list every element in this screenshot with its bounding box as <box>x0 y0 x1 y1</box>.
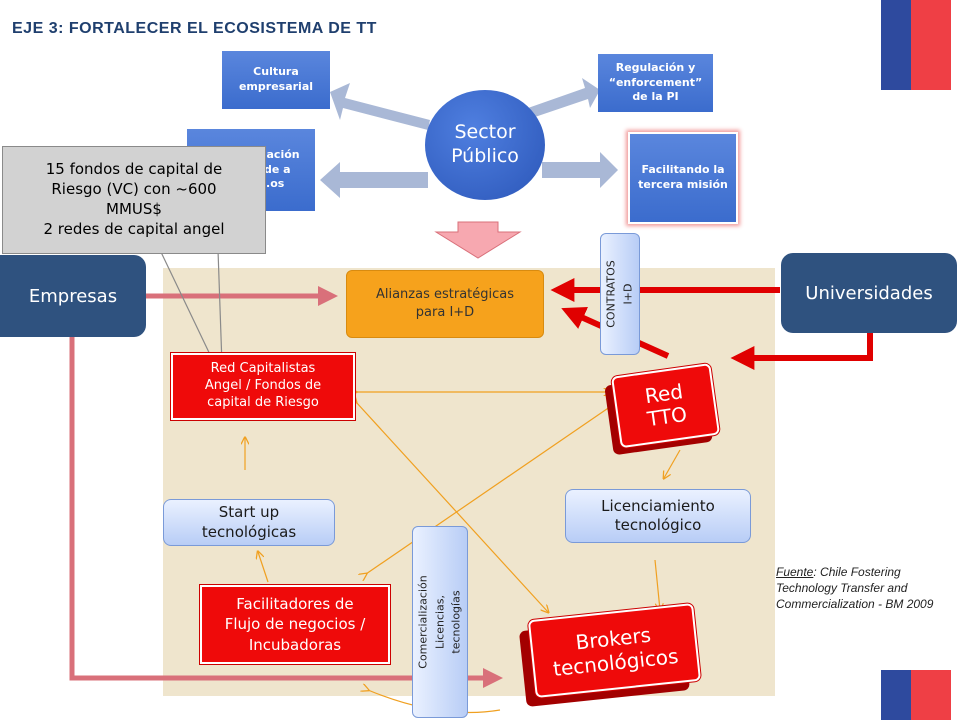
cultura-empresarial-label: Cultura empresarial <box>238 65 314 93</box>
vc-callout: 15 fondos de capital de Riesgo (VC) con … <box>2 146 266 254</box>
source-label: Fuente <box>776 565 814 579</box>
vc-callout-text: 15 fondos de capital de Riesgo (VC) con … <box>43 160 225 238</box>
facilitando-box: Facilitando la tercera misión <box>628 132 738 224</box>
page-title: EJE 3: FORTALECER EL ECOSISTEMA DE TT <box>12 20 377 37</box>
contratos-box: CONTRATOS I+D <box>600 233 640 355</box>
comercializacion-box: Comercialización Licencias, tecnologías <box>412 526 468 718</box>
start-up-label: Start up tecnológicas <box>201 503 297 541</box>
facilitadores-label: Facilitadores de Flujo de negocios / Inc… <box>224 595 366 654</box>
empresas-node: Empresas <box>0 255 146 337</box>
licenciamiento-box: Licenciamiento tecnológico <box>565 489 751 543</box>
red-capitalistas-label: Red Capitalistas Angel / Fondos de capit… <box>204 361 322 410</box>
red-tto-node: Red TTO <box>603 363 723 456</box>
facilitadores-box: Facilitadores de Flujo de negocios / Inc… <box>200 585 390 664</box>
brokers-node: Brokers tecnológicos <box>518 603 702 709</box>
red-tto-label: Red TTO <box>643 379 689 432</box>
red-capitalistas-box: Red Capitalistas Angel / Fondos de capit… <box>171 353 355 420</box>
universidades-label: Universidades <box>805 282 933 304</box>
flag-top <box>881 0 951 90</box>
alianzas-box: Alianzas estratégicas para I+D <box>346 270 544 338</box>
contratos-label: CONTRATOS I+D <box>604 260 635 328</box>
source-text: : Chile Fostering Technology Transfer an… <box>776 565 934 612</box>
source-note: Fuente: Chile Fostering Technology Trans… <box>776 564 956 613</box>
facilitando-label: Facilitando la tercera misión <box>638 163 728 191</box>
regulacion-pi-box: Regulación y “enforcement” de la PI <box>598 54 713 112</box>
alianzas-label: Alianzas estratégicas para I+D <box>375 287 515 320</box>
start-up-box: Start up tecnológicas <box>163 499 335 546</box>
regulacion-pi-label: Regulación y “enforcement” de la PI <box>608 60 703 104</box>
empresas-label: Empresas <box>28 285 118 307</box>
sector-publico-node: Sector Público <box>425 90 545 200</box>
universidades-node: Universidades <box>781 253 957 333</box>
licenciamiento-label: Licenciamiento tecnológico <box>601 496 715 535</box>
comercializacion-label: Comercialización Licencias, tecnologías <box>416 575 463 669</box>
flag-bottom <box>881 670 951 720</box>
brokers-label: Brokers tecnológicos <box>551 622 680 681</box>
cultura-empresarial-box: Cultura empresarial <box>222 51 330 109</box>
